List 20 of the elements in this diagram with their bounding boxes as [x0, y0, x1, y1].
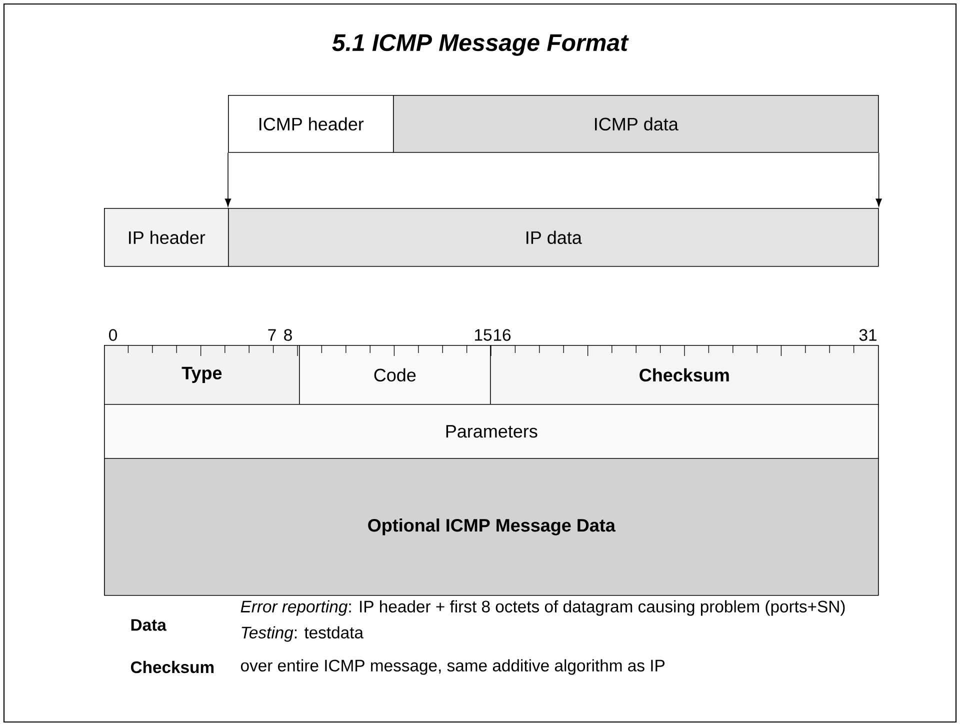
- arrow: [876, 152, 882, 207]
- title: 5.1 ICMP Message Format: [332, 34, 629, 56]
- data-box: ICMP data: [393, 95, 879, 153]
- description-text: Testing: testdata: [242, 626, 364, 642]
- field-cell: Code: [299, 345, 491, 405]
- term-label: Checksum: [130, 660, 214, 674]
- description-text: over entire ICMP message, same additive algorithm as IP: [240, 659, 665, 675]
- field-cell: Type: [104, 345, 300, 405]
- field-cell: Parameters: [104, 404, 879, 459]
- field-cell: Checksum: [490, 345, 879, 405]
- header-box: ICMP header: [228, 95, 394, 153]
- header-box: IP header: [104, 208, 229, 267]
- term-label: Data: [131, 619, 166, 631]
- bit-number: 7: [268, 329, 276, 341]
- arrow: [224, 152, 232, 207]
- data-box: IP data: [228, 208, 879, 267]
- data-block: Optional ICMP Message Data: [104, 458, 879, 596]
- bit-number: 16: [494, 329, 511, 341]
- bit-number: 15: [475, 329, 492, 341]
- bit-number: 8: [284, 329, 292, 341]
